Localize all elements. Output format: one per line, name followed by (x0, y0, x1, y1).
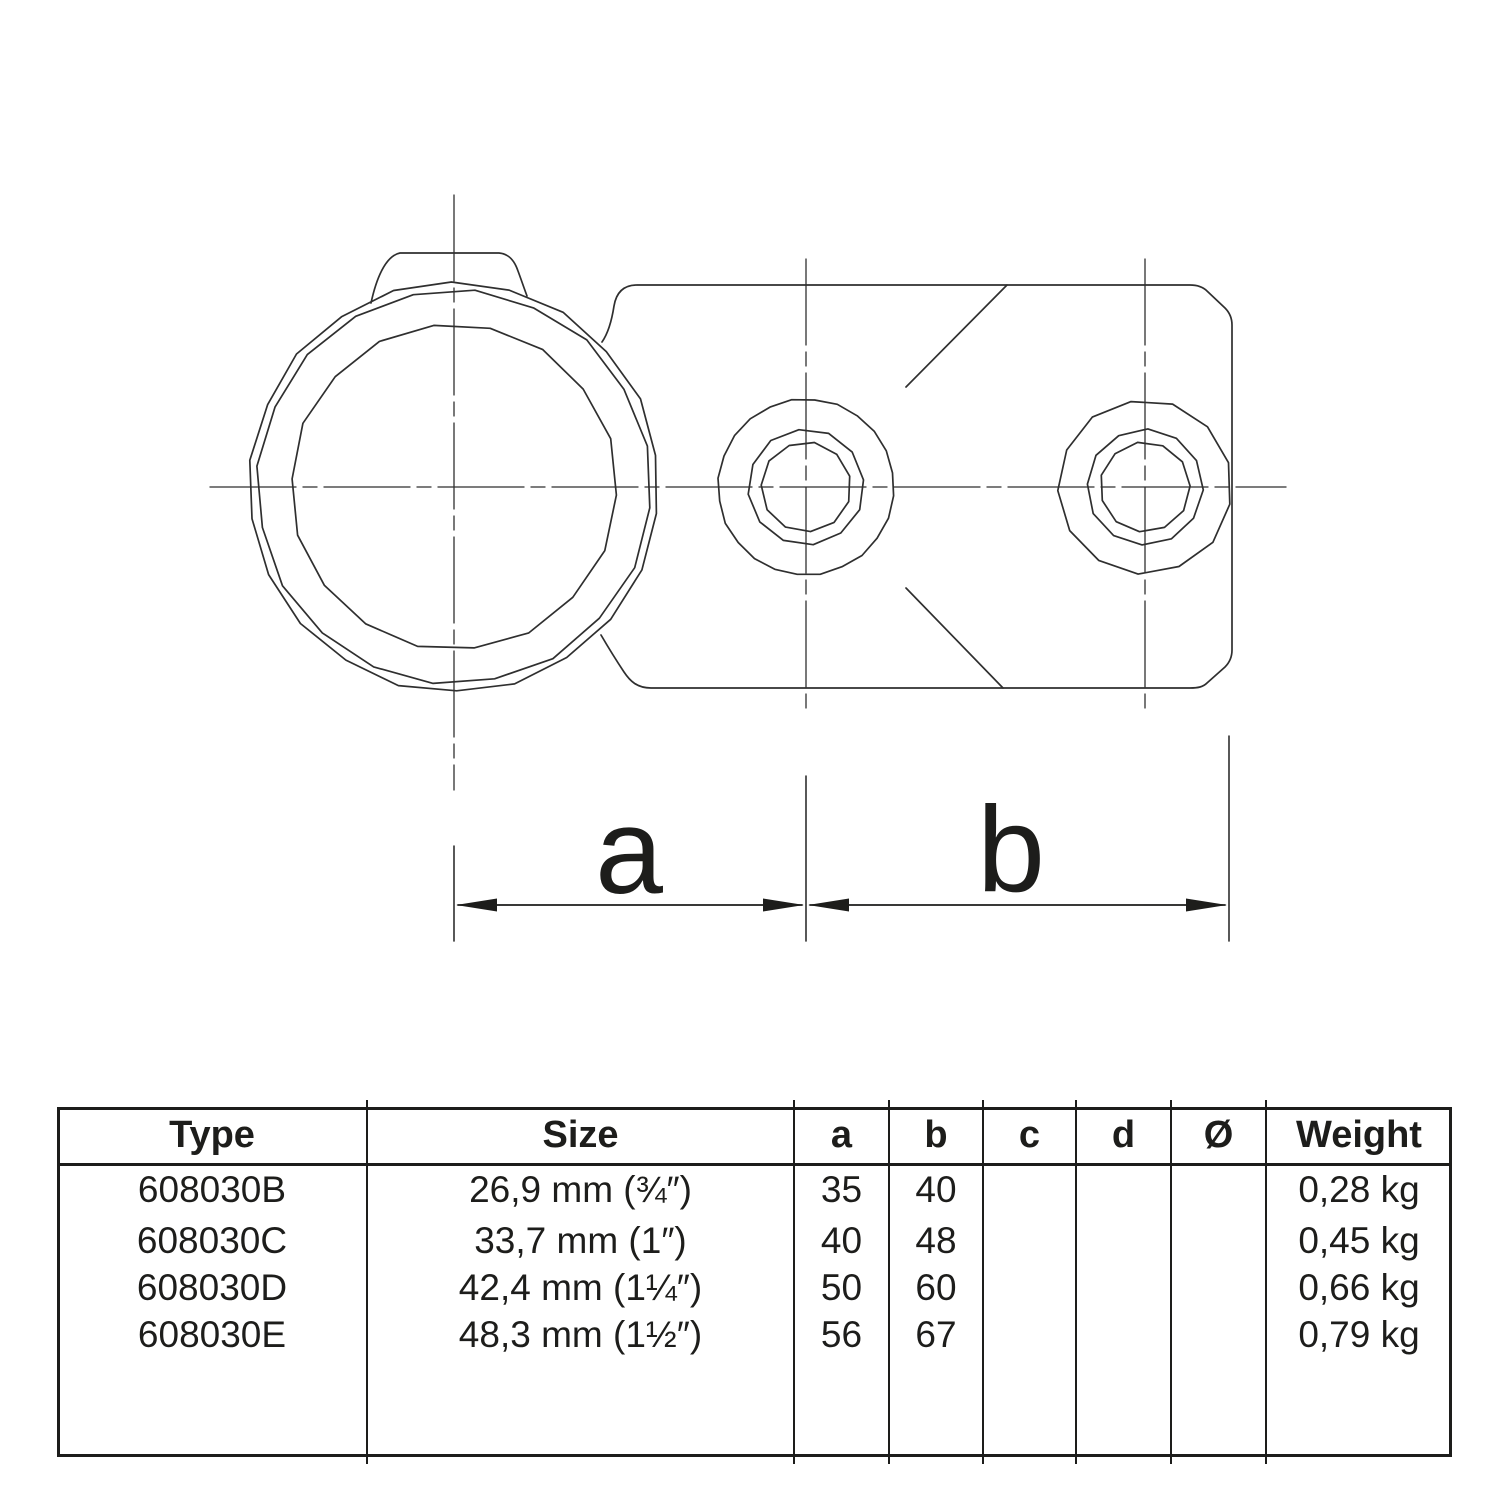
table-col-line (888, 1100, 890, 1464)
dim-b-label: b (977, 781, 1045, 917)
table-border-left (57, 1107, 60, 1457)
cell-size: 33,7 mm (1″) (474, 1219, 687, 1261)
dim-a-label: a (595, 783, 663, 919)
dimension-a-arrow-left (456, 898, 497, 912)
cell-c (983, 1311, 1076, 1358)
header-cell-d: d (1111, 1113, 1136, 1156)
cell-type: 608030C (136, 1219, 288, 1261)
cell-diameter (1171, 1311, 1266, 1358)
ring-bore (291, 324, 618, 649)
cell-weight: 0,79 kg (1298, 1313, 1420, 1355)
cell-c (983, 1163, 1076, 1217)
cell-diameter (1171, 1264, 1266, 1311)
cell-size: 48,3 mm (1½″) (458, 1313, 703, 1355)
cell-diameter (1171, 1163, 1266, 1217)
cell-type: 608030D (136, 1266, 288, 1308)
table-col-line (1265, 1100, 1267, 1464)
dimension-arrowheads (456, 898, 1227, 912)
boss-left-outer (717, 398, 895, 576)
cell-d (1076, 1264, 1171, 1311)
table-col-line (982, 1100, 984, 1464)
table-col-line (366, 1100, 368, 1464)
boss-right-socket (1100, 441, 1191, 533)
cell-a: 35 (820, 1169, 863, 1210)
cell-b: 67 (915, 1313, 957, 1355)
cell-a: 50 (820, 1266, 863, 1308)
table-border-right (1449, 1107, 1452, 1457)
header-cell-b: b (924, 1113, 948, 1156)
header-cell-c: c (1018, 1113, 1041, 1156)
cell-d (1076, 1163, 1171, 1217)
cell-b: 40 (915, 1169, 957, 1210)
boss-right-middle (1086, 428, 1205, 546)
cell-type: 608030E (137, 1313, 287, 1355)
header-cell-size: Size (542, 1113, 619, 1156)
table-border-top (57, 1107, 1452, 1110)
header-cell-weight: Weight (1296, 1113, 1422, 1156)
boss-left-socket (760, 441, 851, 533)
header-cell-diameter: Ø (1203, 1113, 1234, 1156)
cell-c (983, 1264, 1076, 1311)
chamfer-diagonal-bottom (905, 587, 1004, 689)
header-cell-type: Type (169, 1113, 255, 1156)
cell-d (1076, 1217, 1171, 1264)
cell-weight: 0,66 kg (1298, 1266, 1420, 1308)
cell-d (1076, 1311, 1171, 1358)
cell-type: 608030B (137, 1169, 287, 1210)
cell-diameter (1171, 1217, 1266, 1264)
boss-right-outer (1056, 400, 1231, 575)
table-col-line (1075, 1100, 1077, 1464)
top-lug (370, 252, 528, 304)
cell-b: 60 (915, 1266, 957, 1308)
extension-lines (453, 735, 1230, 942)
cell-weight: 0,28 kg (1298, 1169, 1420, 1210)
ring-outer (248, 281, 658, 692)
body-outline (600, 284, 1233, 689)
cell-a: 40 (820, 1219, 863, 1261)
cell-c (983, 1217, 1076, 1264)
spec-table: Type Size a b c d Ø Weight 608030B 26,9 … (57, 1100, 1452, 1464)
boss-left-middle (747, 428, 865, 546)
cell-a: 56 (820, 1313, 863, 1355)
table-col-line (793, 1100, 795, 1464)
table-border-bottom (57, 1454, 1452, 1457)
header-cell-a: a (830, 1113, 853, 1156)
part-outlines (248, 252, 1233, 692)
ring-rim (256, 289, 651, 685)
table-col-line (1170, 1100, 1172, 1464)
table-grid: Type Size a b c d Ø Weight 608030B 26,9 … (57, 1107, 1452, 1457)
dimension-a-arrow-right (763, 898, 804, 912)
table-header-separator (57, 1163, 1452, 1166)
chamfer-diagonal-top (905, 284, 1008, 388)
cell-size: 42,4 mm (1¼″) (458, 1266, 703, 1308)
dimension-b-arrow-right (1186, 898, 1227, 912)
cell-b: 48 (915, 1219, 957, 1261)
dimension-b-arrow-left (808, 898, 849, 912)
cell-size: 26,9 mm (¾″) (469, 1169, 692, 1210)
cell-weight: 0,45 kg (1298, 1219, 1420, 1261)
